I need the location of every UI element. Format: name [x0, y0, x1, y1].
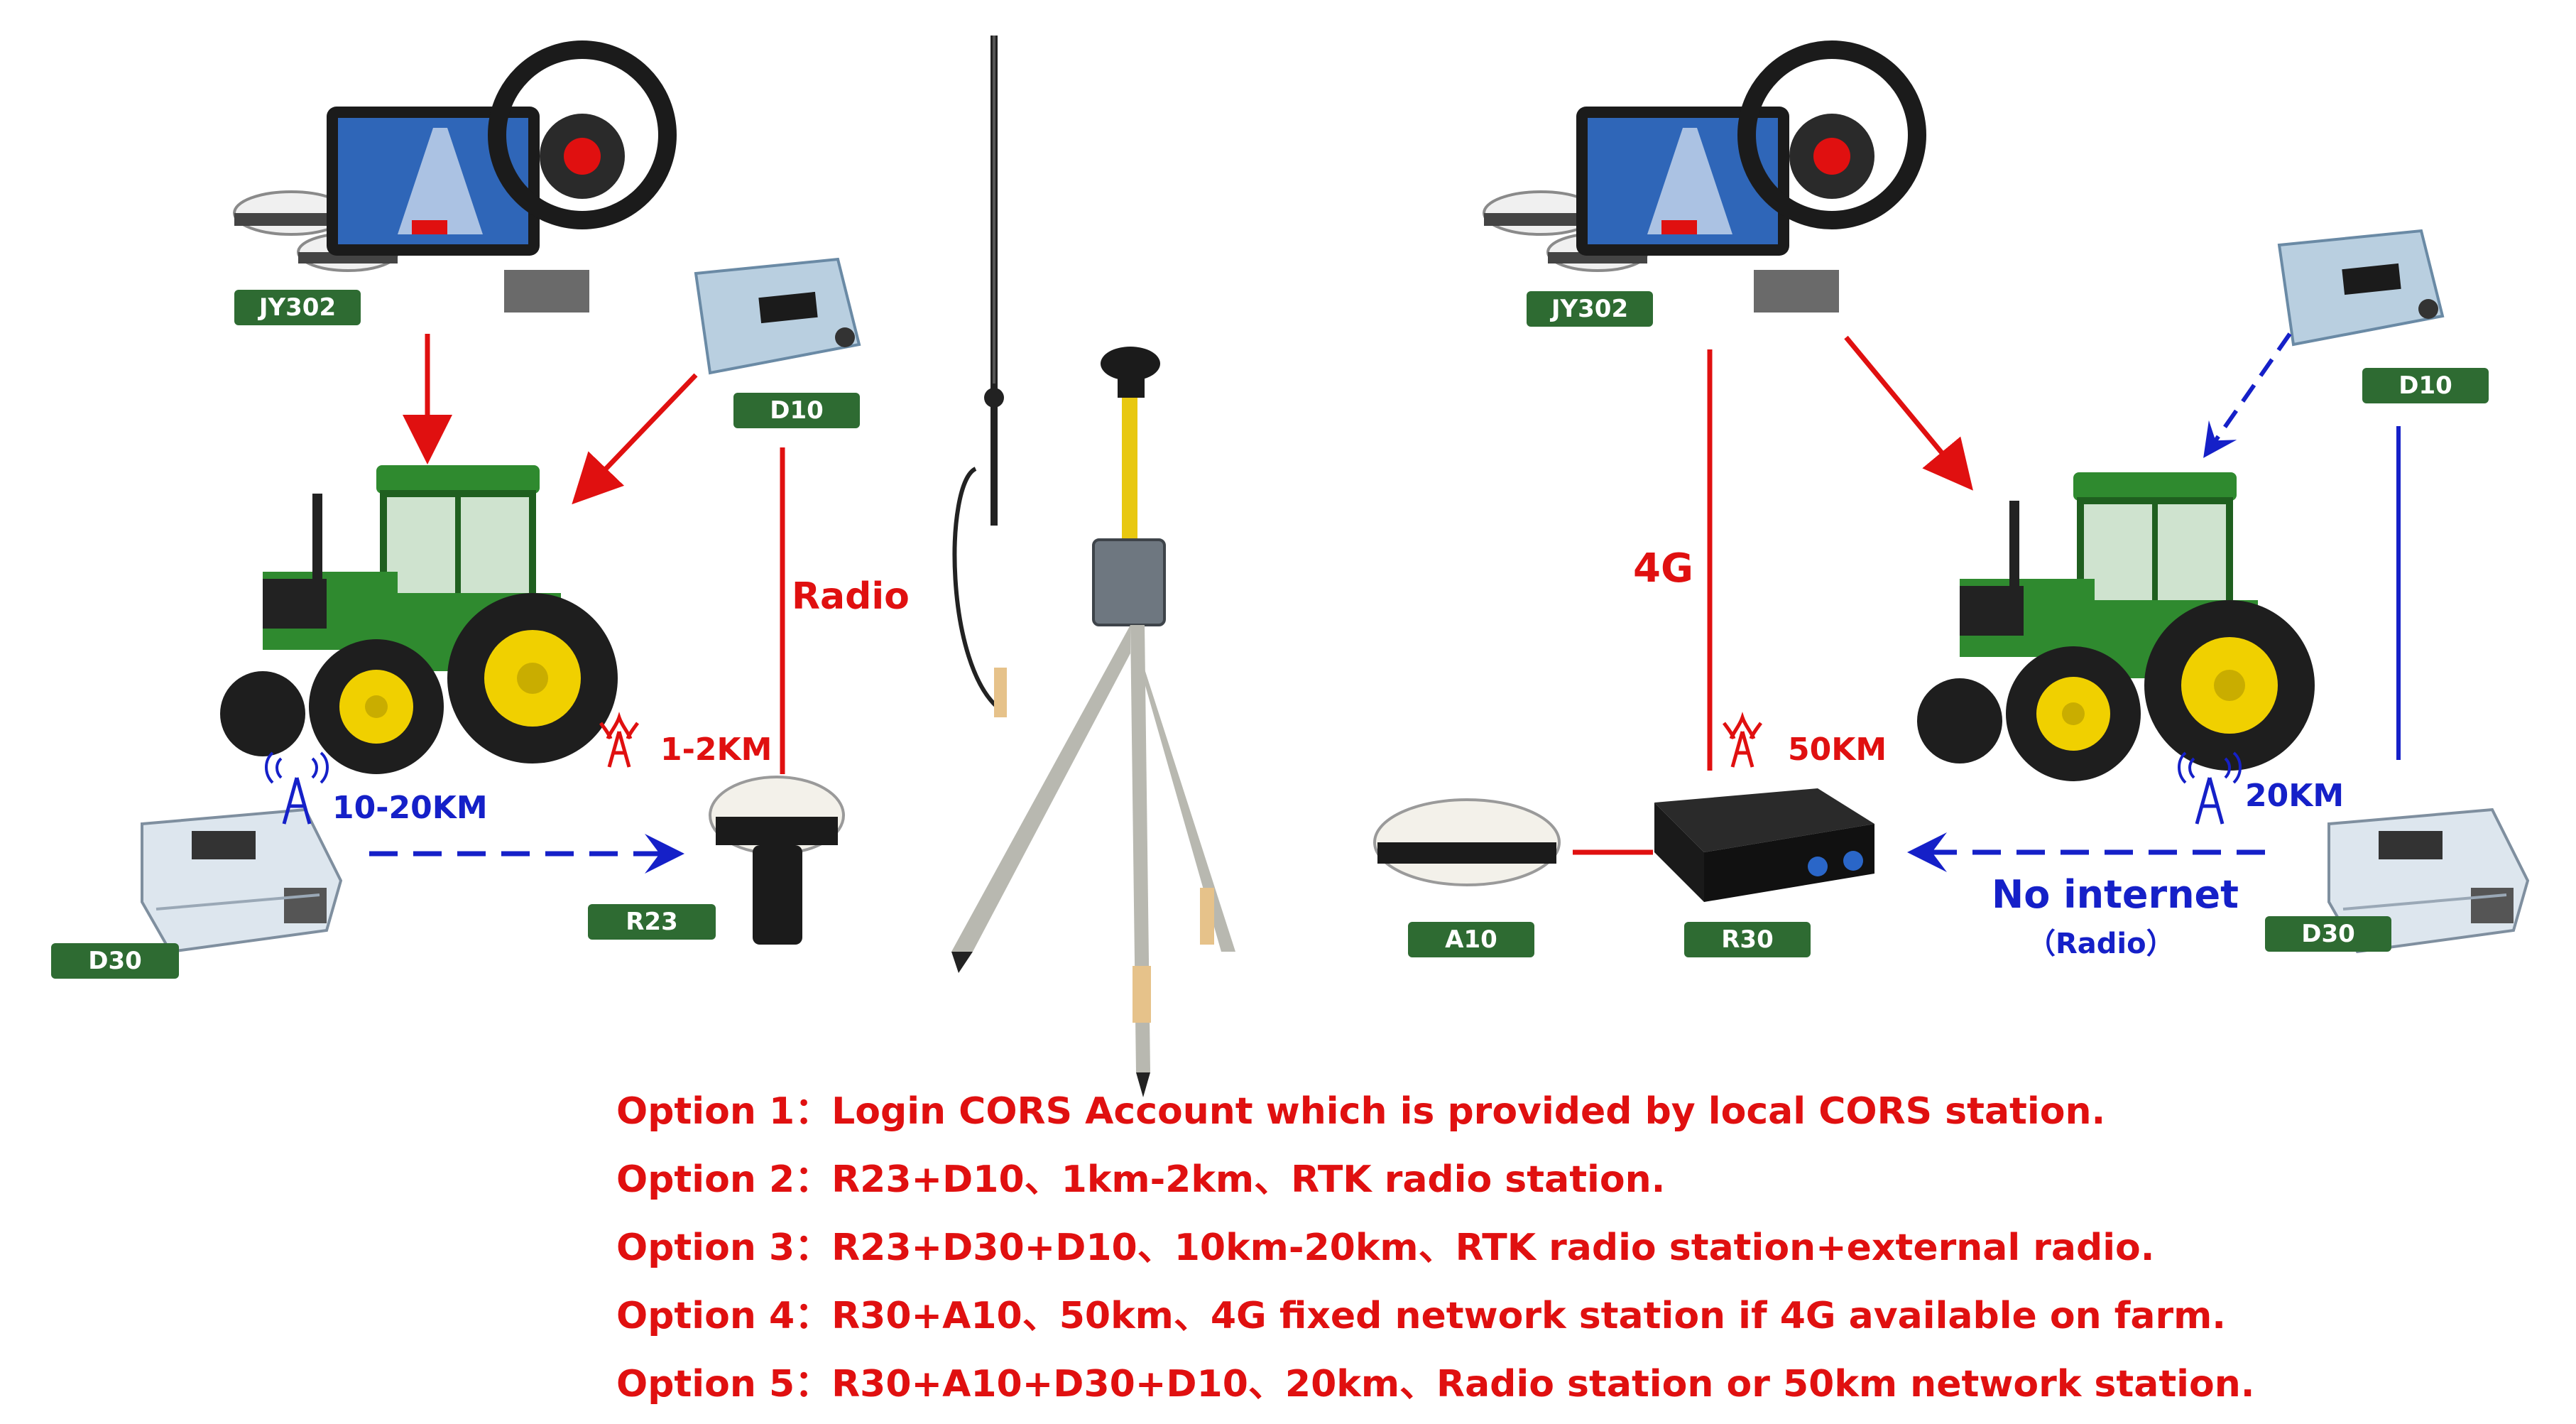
- tag-d10-right: D10: [2362, 368, 2489, 403]
- tripod-base-station: [951, 36, 1235, 1097]
- tag-r30: R30: [1684, 922, 1811, 957]
- tag-d30-left: D30: [51, 943, 179, 979]
- label-range-d30-right: 20KM: [2245, 778, 2345, 814]
- signal-icon-r30: [1724, 717, 1761, 767]
- arrow-jy302-to-tractor-right: [1844, 335, 1973, 491]
- option-4: Option 4：R30+A10、50km、4G fixed network s…: [616, 1295, 2227, 1337]
- tractor-left: [220, 465, 618, 774]
- label-radio-sub: （Radio）: [2027, 928, 2175, 960]
- option-5: Option 5：R30+A10+D30+D10、20km、Radio stat…: [616, 1363, 2255, 1406]
- label-range-d30-left: 10-20KM: [332, 790, 488, 826]
- d30-radio-left: [141, 808, 342, 953]
- tag-d30-right: D30: [2265, 916, 2391, 952]
- arrow-d10-to-tractor-right: [2203, 332, 2292, 458]
- option-3: Option 3：R23+D30+D10、10km-20km、RTK radio…: [616, 1227, 2155, 1269]
- tractor-right: [1917, 472, 2315, 781]
- r30-receiver: [1654, 788, 1874, 902]
- tag-d10-left: D10: [733, 393, 860, 428]
- a10-antenna: [1373, 798, 1561, 886]
- label-no-internet: No internet: [1992, 872, 2239, 917]
- label-4g: 4G: [1633, 545, 1693, 592]
- label-range-r23: 1-2KM: [660, 732, 773, 768]
- arrow-d10-to-tractor-left: [572, 373, 698, 505]
- label-range-r30: 50KM: [1788, 732, 1887, 768]
- tag-jy302-left: JY302: [234, 290, 361, 325]
- signal-icon-d30-left: [265, 751, 329, 825]
- label-radio: Radio: [792, 575, 910, 618]
- jy302-autosteer-kit-left: [234, 50, 667, 312]
- r23-base-antenna: [709, 776, 845, 945]
- jy302-autosteer-kit-right: [1484, 50, 1917, 312]
- signal-icon-d30-right: [2178, 751, 2242, 825]
- tag-a10: A10: [1408, 922, 1534, 957]
- option-2: Option 2：R23+D10、1km-2km、RTK radio stati…: [616, 1158, 1666, 1201]
- d10-radio-device-left: [694, 258, 861, 374]
- d10-radio-device-right: [2278, 229, 2444, 346]
- tag-r23: R23: [588, 904, 716, 940]
- tag-jy302-right: JY302: [1527, 291, 1653, 327]
- option-1: Option 1：Login CORS Account which is pro…: [616, 1090, 2106, 1133]
- signal-icon-r23: [601, 717, 638, 767]
